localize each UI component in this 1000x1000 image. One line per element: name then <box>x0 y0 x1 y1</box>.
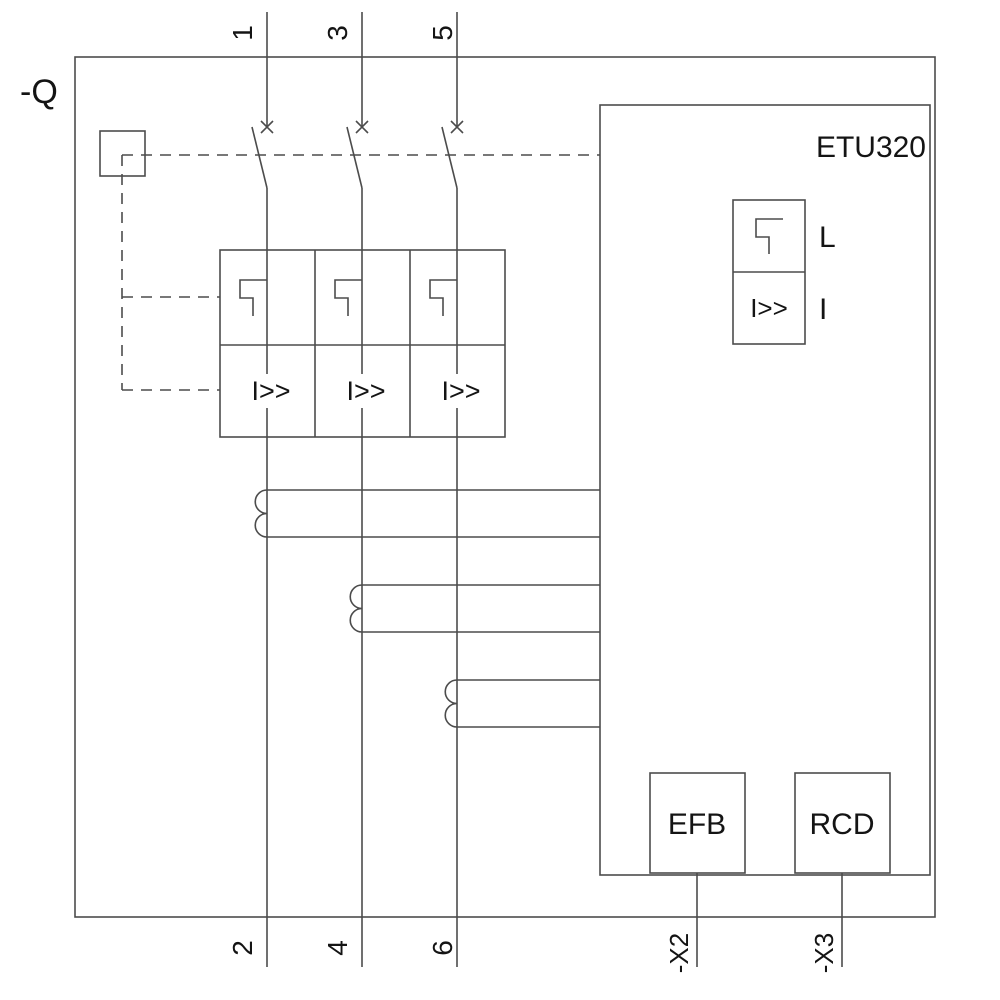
outer-enclosure-box <box>74 56 936 918</box>
pole-1-ct-secondary-wires <box>267 489 600 538</box>
pole-2-current-transformer-icon <box>349 584 363 633</box>
pole-2-top-number: 3 <box>322 25 353 41</box>
pole-3-instantaneous-trip-label: I>> <box>441 376 480 406</box>
pole-1-long-time-trip-icon <box>239 279 267 316</box>
pole-2-ct-secondary-wires <box>362 584 600 633</box>
efb-label: EFB <box>668 808 726 841</box>
etu-long-time-label: L <box>819 221 836 254</box>
mechanical-linkage <box>99 130 600 391</box>
etu-long-time-curve-icon <box>755 218 783 254</box>
pole-2-contact-cross-icon <box>355 120 369 134</box>
trip-unit-outline <box>219 249 506 438</box>
pole-3-top-number: 5 <box>427 25 458 41</box>
pole-2-breaker-blade-icon <box>346 126 363 189</box>
pole-1-current-transformer-icon <box>254 489 268 538</box>
etu-box <box>599 104 931 876</box>
device-label: -Q <box>20 73 58 111</box>
pole-2-long-time-trip-icon <box>334 279 362 316</box>
pole-1-contact-cross-icon <box>260 120 274 134</box>
pole-3-bottom-number: 6 <box>427 940 458 956</box>
pole-3-ct-secondary-wires <box>457 679 600 728</box>
pole-2-instantaneous-label-bg <box>338 374 394 408</box>
etu-title: ETU320 <box>816 131 926 164</box>
trip-unit-column-dividers <box>314 250 411 437</box>
pole-1-breaker-blade-icon <box>251 126 268 189</box>
pole-2-bottom-number: 4 <box>322 940 353 956</box>
pole-3 <box>429 12 600 967</box>
pole-3-contact-cross-icon <box>450 120 464 134</box>
pole-3-instantaneous-label-bg <box>433 374 489 408</box>
etu-module: ETU320 I>> L I EFB RCD <box>599 104 931 967</box>
rcd-label: RCD <box>810 808 875 841</box>
pole-1-instantaneous-trip-label: I>> <box>251 376 290 406</box>
trip-unit-grid: I>> I>> I>> <box>219 249 506 438</box>
terminal-label-x2: -X2 <box>664 933 694 973</box>
pole-3-current-transformer-icon <box>444 679 458 728</box>
pole-2-instantaneous-trip-label: I>> <box>346 376 385 406</box>
pole-1-bottom-number: 2 <box>227 940 258 956</box>
etu-instantaneous-symbol: I>> <box>750 293 788 323</box>
terminal-labels: -X2 -X3 <box>664 933 839 973</box>
pole-1 <box>239 12 600 967</box>
pole-1-instantaneous-label-bg <box>243 374 299 408</box>
pole-2 <box>334 12 600 967</box>
pole-1-top-number: 1 <box>227 25 258 41</box>
operating-mechanism-box <box>99 130 146 177</box>
pole-3-long-time-trip-icon <box>429 279 457 316</box>
pole-number-labels: 1 3 5 2 4 6 <box>227 25 458 956</box>
etu-instantaneous-label: I <box>819 293 827 326</box>
pole-3-breaker-blade-icon <box>441 126 458 189</box>
terminal-label-x3: -X3 <box>809 933 839 973</box>
